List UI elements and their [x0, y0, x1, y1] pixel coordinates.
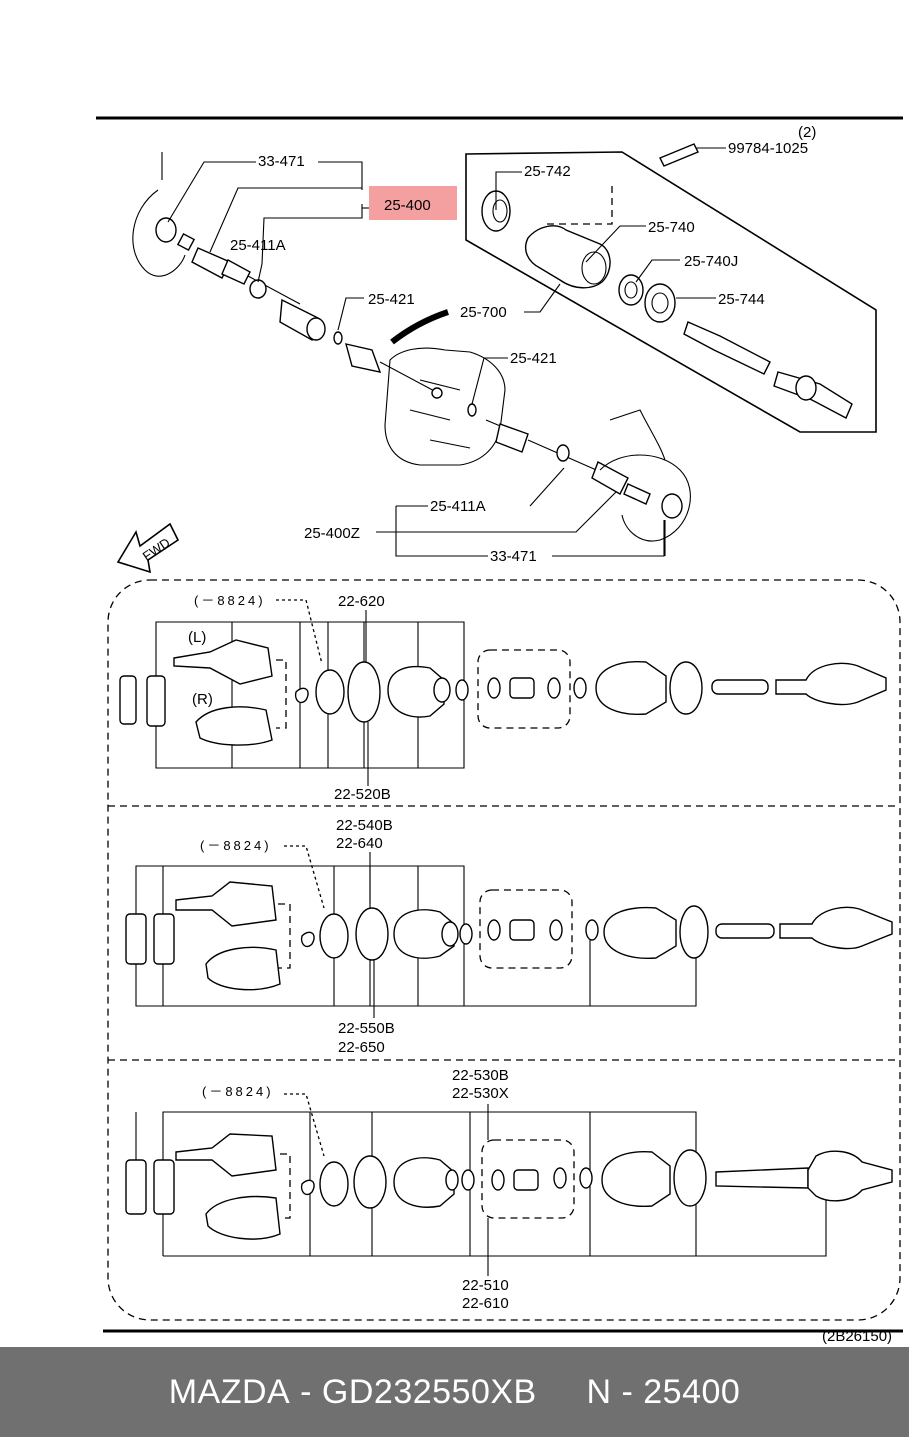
detail-panels-frame: [107, 579, 901, 1321]
panel-1-leaders: [276, 599, 369, 786]
label-25-400: 25-400: [384, 197, 431, 214]
panel-3-label-top-1: 22-530B: [452, 1067, 509, 1084]
label-25-744: 25-744: [718, 291, 765, 308]
panel-2-label-bottom-2: 22-650: [338, 1039, 385, 1056]
right-hub-nut: [661, 493, 683, 519]
forward-direction-arrow: FWD: [116, 522, 180, 574]
label-25-411a-left: 25-411A: [230, 237, 286, 254]
label-25-742: 25-742: [524, 163, 571, 180]
label-25-421-left: 25-421: [368, 291, 415, 308]
separator-2: -: [611, 1372, 644, 1411]
label-33-471-right: 33-471: [490, 548, 537, 565]
right-drive-shaft: [485, 419, 651, 505]
bearing: [618, 274, 644, 306]
transmission-housing: [384, 347, 506, 466]
panel-3-leaders: [284, 1093, 489, 1276]
reference-number: 25400: [643, 1372, 741, 1411]
bolt: [659, 143, 699, 167]
panel-1-parts: [119, 621, 887, 769]
label-25-740j: 25-740J: [684, 253, 738, 270]
spacer: [537, 1373, 587, 1412]
brand-name: MAZDA: [168, 1372, 291, 1411]
label-bolt-qty: (2): [798, 124, 816, 141]
panel-2-leaders: [284, 845, 375, 1018]
parts-diagram: FWD 33-471 25-400 25-411A 25-421 25-421 …: [96, 116, 903, 1345]
label-25-421-center: 25-421: [510, 350, 557, 367]
panel-3-label-top-2: 22-530X: [452, 1085, 509, 1102]
reference-prefix: N: [586, 1372, 612, 1411]
part-number: GD232550XB: [321, 1372, 537, 1411]
intermediate-shaft-inset: [465, 143, 877, 433]
separator: -: [290, 1372, 322, 1411]
label-33-471-left: 33-471: [258, 153, 305, 170]
panel-3-label-bottom-2: 22-610: [462, 1295, 509, 1312]
seal: [644, 283, 676, 323]
inner-joint-left: [345, 309, 449, 395]
label-25-700: 25-700: [460, 304, 507, 321]
part-number-banner: MAZDA - GD232550XB N - 25400: [0, 1347, 909, 1437]
clip-left: [333, 331, 343, 345]
left-hub-nut: [155, 217, 177, 243]
left-wheel-hub: [132, 152, 186, 277]
panel-3-parts: [125, 1111, 893, 1257]
panel-2-serial-range: (－8824): [200, 838, 272, 853]
label-25-400z: 25-400Z: [304, 525, 360, 542]
highlight-box: [369, 186, 457, 220]
upper-leader-lines: [167, 147, 726, 557]
figure-code: (2B26150): [822, 1328, 892, 1345]
bearing-support: [524, 225, 611, 289]
panel-3-label-bottom-1: 22-510: [462, 1277, 509, 1294]
panel-1-label-top: 22-620: [338, 593, 385, 610]
panel-1-side-r: (R): [192, 691, 213, 708]
panel-3-serial-range: (－8824): [202, 1084, 274, 1099]
panel-2-label-top-1: 22-540B: [336, 817, 393, 834]
label-25-740: 25-740: [648, 219, 695, 236]
label-25-411a-right: 25-411A: [430, 498, 486, 515]
panel-1-label-bottom: 22-520B: [334, 786, 391, 803]
right-wheel-hub: [599, 409, 691, 556]
panel-1-serial-range: (－8824): [194, 593, 266, 608]
panel-2-label-bottom-1: 22-550B: [338, 1020, 395, 1037]
intermediate-shaft: [683, 321, 771, 375]
label-99784-1025: 99784-1025: [728, 140, 808, 157]
panel-2-label-top-2: 22-640: [336, 835, 383, 852]
fwd-label: FWD: [140, 535, 173, 564]
clip-center: [431, 387, 477, 417]
panel-1-side-l: (L): [188, 629, 206, 646]
panel-2-parts: [125, 865, 893, 1007]
